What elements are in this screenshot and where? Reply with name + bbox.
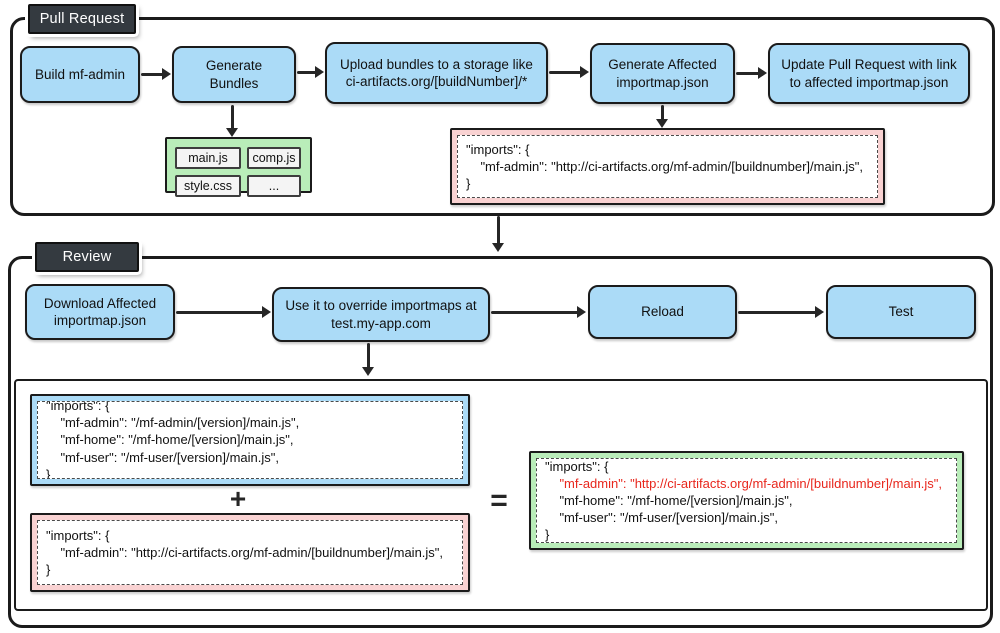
bundle-chip-main-js: main.js bbox=[175, 147, 241, 169]
node-generate-bundles-label: Generate Bundles bbox=[205, 58, 263, 91]
node-download-affected-importmap: Download Affected importmap.json bbox=[25, 284, 175, 340]
code-line: "imports": { bbox=[46, 527, 110, 543]
result-importmap-snippet-inner: "imports": { "mf-admin": "http://ci-arti… bbox=[536, 458, 957, 543]
arrowhead-icon bbox=[758, 67, 767, 79]
node-build-mf-admin-label: Build mf-admin bbox=[34, 66, 126, 82]
result-importmap-snippet: "imports": { "mf-admin": "http://ci-arti… bbox=[529, 451, 964, 550]
merge-detail-box bbox=[14, 379, 988, 611]
arrow-generate-affected-to-update-pr bbox=[736, 67, 767, 79]
base-importmap-snippet: "imports": { "mf-admin": "/mf-admin/[ver… bbox=[30, 394, 470, 486]
code-line: "mf-user": "/mf-user/[version]/main.js", bbox=[46, 449, 280, 465]
arrowhead-icon bbox=[815, 306, 824, 318]
arrow-download-to-override bbox=[176, 306, 271, 318]
bundle-files-box: main.js comp.js style.css ... bbox=[165, 137, 312, 197]
node-update-pull-request-label: Update Pull Request with link to affecte… bbox=[781, 57, 957, 90]
code-line: } bbox=[545, 527, 550, 543]
arrowhead-icon bbox=[577, 306, 586, 318]
node-download-affected-importmap-label: Download Affected importmap.json bbox=[43, 295, 157, 328]
node-override-importmaps: Use it to override importmaps at test.my… bbox=[272, 287, 490, 342]
plus-operator-text: + bbox=[229, 483, 247, 514]
pull-request-section-container bbox=[10, 17, 995, 216]
override-importmap-snippet-inner: "imports": { "mf-admin": "http://ci-arti… bbox=[37, 520, 463, 585]
review-section-label-text: Review bbox=[62, 249, 112, 265]
code-line: "mf-admin": "http://ci-artifacts.org/mf-… bbox=[46, 544, 444, 560]
equals-operator: = bbox=[484, 484, 514, 517]
arrowhead-icon bbox=[315, 66, 324, 78]
node-override-importmaps-label: Use it to override importmaps at test.my… bbox=[285, 298, 477, 331]
code-line-highlighted: "mf-admin": "http://ci-artifacts.org/mf-… bbox=[545, 475, 943, 491]
bundle-chip-ellipsis: ... bbox=[247, 175, 301, 197]
node-upload-bundles-label: Upload bundles to a storage like ci-arti… bbox=[340, 56, 533, 89]
arrow-shaft bbox=[736, 71, 760, 75]
node-test: Test bbox=[826, 285, 976, 339]
code-line: "imports": { bbox=[46, 401, 110, 414]
code-line: } bbox=[46, 562, 51, 578]
override-importmap-snippet: "imports": { "mf-admin": "http://ci-arti… bbox=[30, 513, 470, 592]
pull-request-section-label: Pull Request bbox=[28, 4, 136, 34]
arrowhead-icon bbox=[226, 128, 238, 137]
code-line: "mf-admin": "http://ci-artifacts.org/mf-… bbox=[466, 158, 864, 174]
arrow-upload-to-generate-affected bbox=[549, 66, 589, 78]
arrowhead-icon bbox=[580, 66, 589, 78]
code-line: "mf-home": "/mf-home/[version]/main.js", bbox=[545, 492, 793, 508]
arrowhead-icon bbox=[656, 119, 668, 128]
affected-importmap-snippet-inner: "imports": { "mf-admin": "http://ci-arti… bbox=[457, 135, 878, 198]
arrow-shaft bbox=[176, 310, 264, 314]
arrow-shaft bbox=[297, 70, 317, 74]
arrow-shaft bbox=[366, 343, 370, 369]
code-line: "mf-home": "/mf-home/[version]/main.js", bbox=[46, 432, 294, 448]
arrow-build-to-bundles bbox=[141, 68, 171, 80]
arrow-shaft bbox=[491, 310, 579, 314]
node-reload: Reload bbox=[588, 285, 737, 339]
pull-request-section-label-text: Pull Request bbox=[39, 11, 125, 27]
review-section-container bbox=[8, 256, 993, 628]
code-line: } bbox=[466, 176, 471, 192]
node-generate-bundles: Generate Bundles bbox=[172, 46, 296, 103]
code-line: "imports": { bbox=[466, 141, 530, 157]
arrow-shaft bbox=[738, 310, 817, 314]
arrow-reload-to-test bbox=[738, 306, 824, 318]
affected-importmap-snippet: "imports": { "mf-admin": "http://ci-arti… bbox=[450, 128, 885, 205]
arrow-override-to-merge-detail bbox=[362, 343, 374, 376]
arrowhead-icon bbox=[362, 367, 374, 376]
arrow-shaft bbox=[496, 216, 500, 245]
plus-operator: + bbox=[224, 483, 252, 514]
equals-operator-text: = bbox=[490, 484, 508, 517]
base-importmap-snippet-inner: "imports": { "mf-admin": "/mf-admin/[ver… bbox=[37, 401, 463, 479]
node-test-label: Test bbox=[888, 304, 914, 320]
arrowhead-icon bbox=[262, 306, 271, 318]
node-upload-bundles: Upload bundles to a storage like ci-arti… bbox=[325, 42, 548, 104]
bundle-chip-label: ... bbox=[268, 179, 280, 193]
arrowhead-icon bbox=[492, 243, 504, 252]
node-generate-affected-importmap: Generate Affected importmap.json bbox=[590, 43, 735, 104]
node-generate-affected-importmap-label: Generate Affected importmap.json bbox=[608, 57, 717, 90]
arrow-shaft bbox=[549, 70, 582, 74]
code-line: "mf-admin": "/mf-admin/[version]/main.js… bbox=[46, 415, 300, 431]
bundle-chip-label: comp.js bbox=[252, 151, 296, 165]
bundle-chip-style-css: style.css bbox=[175, 175, 241, 197]
arrow-bundles-to-bundle-list bbox=[226, 105, 238, 137]
node-reload-label: Reload bbox=[641, 304, 684, 320]
bundle-chip-label: style.css bbox=[184, 179, 232, 193]
review-section-label: Review bbox=[35, 242, 139, 272]
arrow-override-to-reload bbox=[491, 306, 586, 318]
code-line: "mf-user": "/mf-user/[version]/main.js", bbox=[545, 510, 779, 526]
arrow-bundles-to-upload bbox=[297, 66, 324, 78]
arrow-shaft bbox=[660, 105, 664, 121]
arrow-generate-affected-to-snippet bbox=[656, 105, 668, 128]
code-line: } bbox=[46, 466, 51, 479]
arrowhead-icon bbox=[162, 68, 171, 80]
bundle-chip-label: main.js bbox=[188, 151, 228, 165]
arrow-shaft bbox=[141, 72, 164, 76]
bundle-chip-comp-js: comp.js bbox=[247, 147, 301, 169]
code-line: "imports": { bbox=[545, 458, 609, 474]
node-build-mf-admin: Build mf-admin bbox=[20, 46, 140, 103]
arrow-pull-request-to-review bbox=[492, 216, 504, 252]
node-update-pull-request: Update Pull Request with link to affecte… bbox=[768, 43, 970, 104]
arrow-shaft bbox=[230, 105, 234, 130]
